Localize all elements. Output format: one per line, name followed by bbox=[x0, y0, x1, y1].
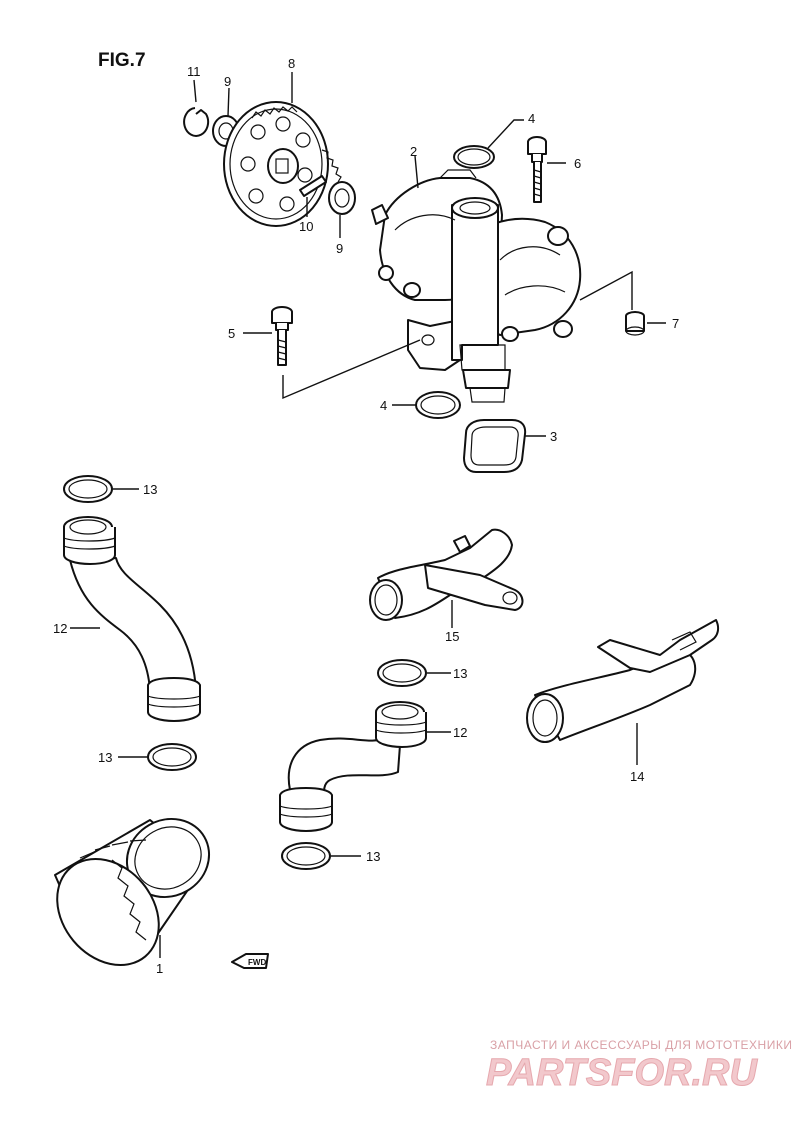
callout-4-lower: 4 bbox=[380, 398, 387, 413]
oil-pipe-part-12-middle bbox=[279, 701, 427, 832]
dowel-part-7 bbox=[625, 311, 645, 336]
callout-13-middle-upper: 13 bbox=[453, 666, 467, 681]
callout-9-upper: 9 bbox=[224, 74, 231, 89]
callout-14: 14 bbox=[630, 769, 644, 784]
callout-11: 11 bbox=[187, 64, 201, 79]
o-ring-part-13-middle-lower bbox=[281, 842, 331, 870]
washer-part-9-lower bbox=[328, 181, 356, 215]
callout-5: 5 bbox=[228, 326, 235, 341]
figure-title: FIG.7 bbox=[98, 50, 146, 71]
watermark-tagline: ЗАПЧАСТИ И АКСЕССУАРЫ ДЛЯ МОТОТЕХНИКИ bbox=[490, 1038, 792, 1052]
callout-1: 1 bbox=[156, 961, 163, 976]
fwd-label: FWD bbox=[248, 958, 266, 967]
pipe-part-15 bbox=[369, 528, 524, 621]
circlip-part-11 bbox=[183, 107, 210, 137]
oil-pipe-part-12-left bbox=[63, 516, 201, 722]
callout-3: 3 bbox=[550, 429, 557, 444]
forward-direction-marker: FWD bbox=[231, 953, 269, 969]
callout-13-left-upper: 13 bbox=[143, 482, 157, 497]
callout-6: 6 bbox=[574, 156, 581, 171]
bolt-part-5 bbox=[271, 306, 293, 366]
pin-part-10 bbox=[299, 175, 327, 197]
callout-13-middle-lower: 13 bbox=[366, 849, 380, 864]
oil-pump-body-part-2 bbox=[371, 169, 582, 403]
pipe-part-14 bbox=[526, 619, 720, 743]
watermark-brand: PARTSFOR.RU bbox=[486, 1052, 758, 1094]
gear-part-8 bbox=[223, 101, 342, 227]
callout-7: 7 bbox=[672, 316, 679, 331]
callout-8: 8 bbox=[288, 56, 295, 71]
callout-15: 15 bbox=[445, 629, 459, 644]
callout-12-middle: 12 bbox=[453, 725, 467, 740]
callout-4-upper: 4 bbox=[528, 111, 535, 126]
o-ring-part-4-lower bbox=[415, 391, 461, 419]
callout-10: 10 bbox=[299, 219, 313, 234]
oil-filter-part-1 bbox=[54, 817, 211, 967]
o-ring-part-13-middle-upper bbox=[377, 659, 427, 687]
callout-13-left-lower: 13 bbox=[98, 750, 112, 765]
gasket-part-3 bbox=[463, 419, 527, 473]
bolt-part-6 bbox=[527, 136, 547, 203]
o-ring-part-4-upper bbox=[453, 145, 495, 169]
callout-2: 2 bbox=[410, 144, 417, 159]
o-ring-part-13-left-lower bbox=[147, 743, 197, 771]
callout-9-lower: 9 bbox=[336, 241, 343, 256]
callout-12-left: 12 bbox=[53, 621, 67, 636]
o-ring-part-13-left-upper bbox=[63, 475, 113, 503]
